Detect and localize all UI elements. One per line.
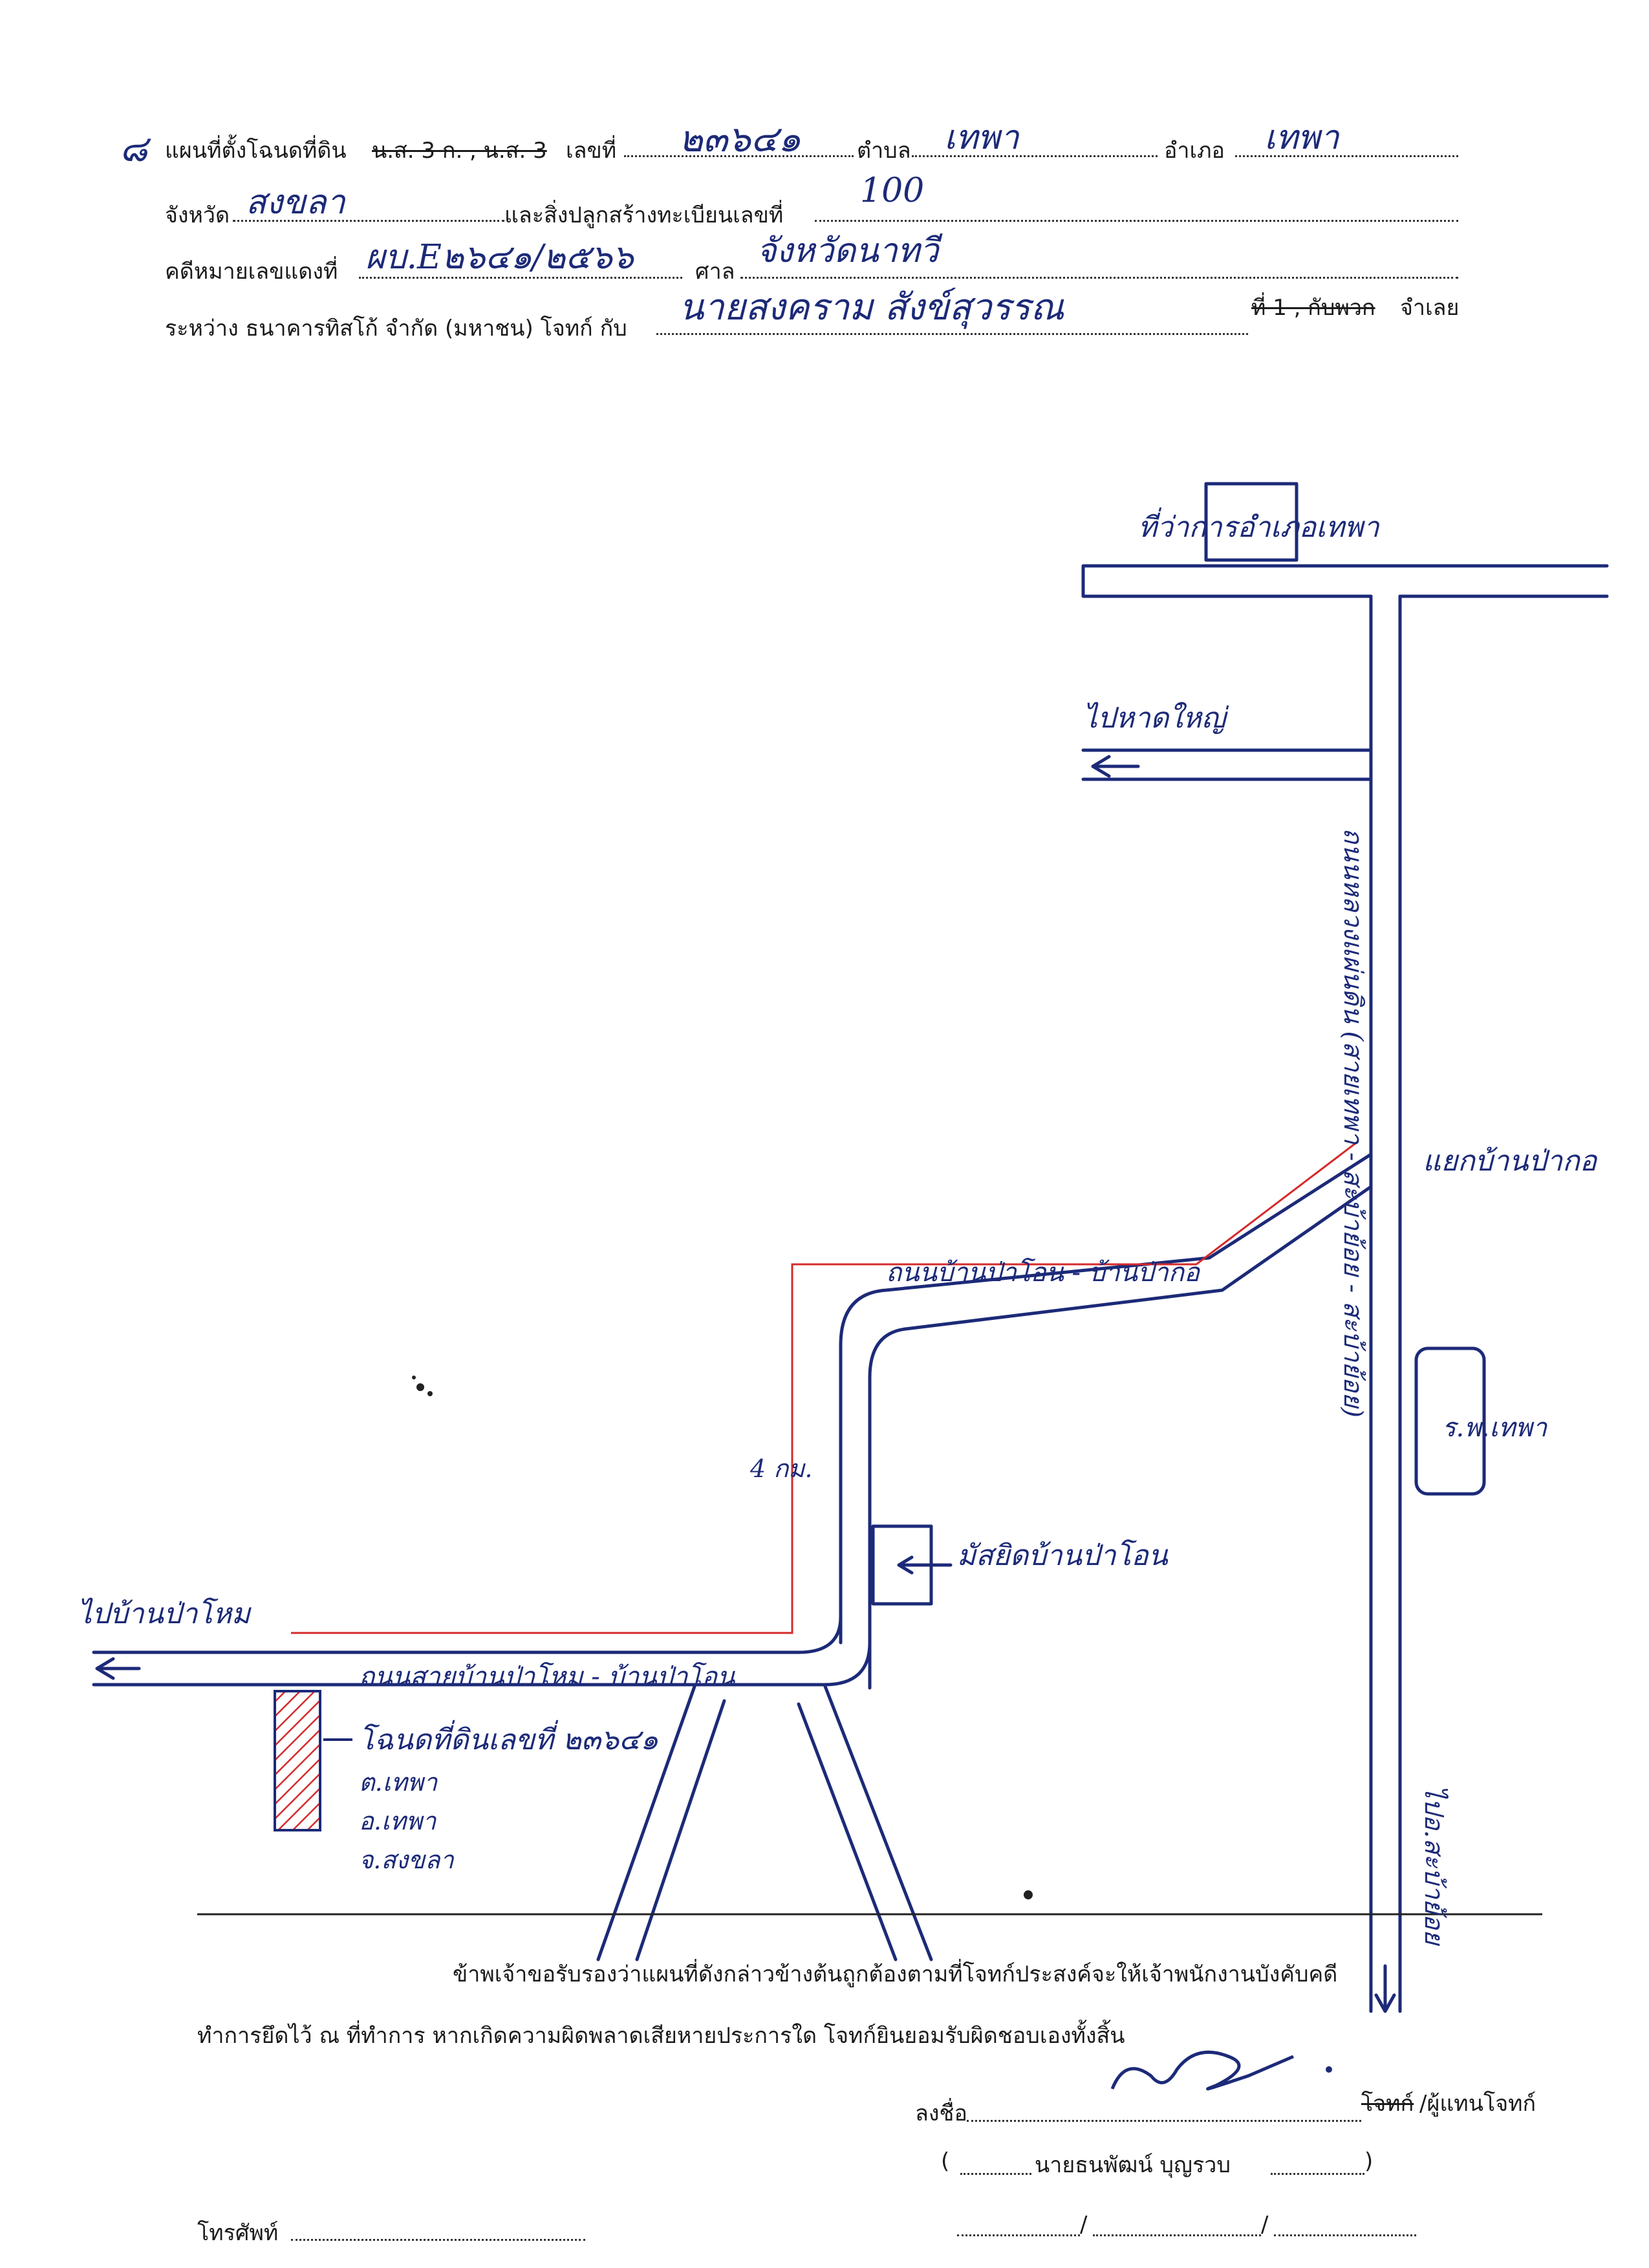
lower-road — [92, 1615, 872, 1687]
case-dots — [359, 277, 682, 279]
tambon-label: ตำบล — [857, 138, 911, 164]
upper-road-label: ถนนบ้านป่าโอน - บ้านป่ากอ — [886, 1258, 1200, 1288]
date-dots-month — [1093, 2234, 1261, 2236]
highway-label: ถนนหลวงแผ่นดิน (สายเทพา - สะบ้าย้อย - สะ… — [1338, 828, 1368, 1418]
phone-label: โทรศัพท์ — [197, 2220, 279, 2246]
distance-label: 4 กม. — [750, 1454, 813, 1483]
court-dots — [740, 277, 1458, 279]
top-road — [1081, 564, 1609, 598]
province-dots — [233, 220, 504, 222]
defendant-dots — [656, 333, 1248, 335]
signer-open-paren: ( — [941, 2148, 950, 2174]
plot-parcel — [274, 1690, 321, 1831]
haiyai-arrow — [1091, 755, 1140, 778]
route-line — [291, 1140, 1359, 1634]
deed-type-struck: น.ส. 3 ก. , น.ส. 3 — [372, 138, 547, 164]
sign-dots — [967, 2120, 1361, 2122]
junction-label: แยกบ้านป่ากอ — [1423, 1145, 1597, 1178]
building-dots — [815, 220, 1458, 222]
hospital-label: ร.พ.เทพา — [1442, 1413, 1547, 1443]
district-office-label: ที่ว่าการอำเภอเทพา — [1138, 511, 1379, 544]
sign-role-struck: โจทก์ — [1361, 2091, 1414, 2117]
signature — [1110, 2050, 1332, 2091]
date-dots-day — [957, 2234, 1080, 2236]
date-separator-1: / — [1080, 2212, 1088, 2238]
certification-line-2: ทำการยึดไว้ ณ ที่ทำการ หากเกิดความผิดพลา… — [197, 2023, 1125, 2049]
defendant-name: นายสงคราม สังข์สุวรรณ — [679, 286, 1064, 329]
tambon-dots — [912, 155, 1158, 157]
case-number: ผบ.E๒๖๔๑/๒๕๖๖ — [365, 238, 634, 277]
signer-dots-right — [1271, 2173, 1364, 2175]
amphoe-dots — [1235, 155, 1458, 157]
diagonal-road — [839, 1152, 1373, 1690]
court-label: ศาล — [695, 259, 735, 285]
lower-road-label: ถนนสายบ้านป่าโหม - บ้านป่าโอน — [359, 1662, 735, 1692]
sign-label: ลงชื่อ — [915, 2101, 967, 2126]
defendant-struck: ที่ 1 , กับพวก — [1251, 295, 1375, 321]
mosque-label: มัสยิดบ้านป่าโอน — [957, 1539, 1168, 1572]
hospital-building — [1414, 1346, 1486, 1496]
south-arrow — [1374, 1964, 1396, 2013]
haiyai-label: ไปหาดใหญ่ — [1083, 702, 1226, 735]
amphoe-label: อำเภอ — [1164, 138, 1225, 164]
signer-close-paren: ) — [1364, 2148, 1374, 2174]
signer-name: นายธนพัฒน์ บุญรวบ — [1035, 2152, 1231, 2178]
signer-dots-left — [960, 2173, 1031, 2175]
plot-label: โฉนดที่ดินเลขที่ ๒๓๖๔๑ — [359, 1723, 659, 1756]
phone-dots — [291, 2239, 585, 2241]
south-fork-right — [797, 1683, 933, 1961]
province-label: จังหวัด — [165, 202, 230, 228]
plot-province: จ.สงขลา — [359, 1846, 454, 1874]
court-value: จังหวัดนาทวี — [757, 232, 939, 270]
tambon-value: เทพา — [944, 118, 1019, 157]
certification-line-1: ข้าพเจ้าขอรับรองว่าแผนที่ดังกล่าวข้างต้น… — [453, 1961, 1338, 1987]
defendant-suffix: จำเลย — [1400, 295, 1460, 321]
plot-tambon: ต.เทพา — [359, 1768, 438, 1797]
main-highway — [1369, 594, 1402, 2013]
district-office-building — [1204, 482, 1299, 562]
item-number: ๘ — [120, 128, 148, 170]
date-dots-year — [1274, 2234, 1416, 2236]
pakhom-arrow — [95, 1657, 141, 1680]
province-value: สงขลา — [246, 183, 345, 222]
deed-line-label: แผนที่ตั้งโฉนดที่ดิน — [165, 138, 347, 164]
pakhom-label: ไปบ้านป่าโหม — [78, 1597, 251, 1630]
sabayoi-label: ไปอ.สะบ้าย้อย — [1419, 1785, 1449, 1945]
deed-no-dots — [624, 155, 854, 157]
building-label: และสิ่งปลูกสร้างทะเบียนเลขที่ — [504, 202, 784, 228]
haiyai-branch — [1081, 748, 1373, 781]
deed-number: ๒๓๖๔๑ — [679, 118, 801, 160]
sign-role: /ผู้แทนโจทก์ — [1419, 2091, 1536, 2117]
plot-amphoe: อ.เทพา — [359, 1807, 436, 1835]
deed-no-label: เลขที่ — [566, 138, 617, 164]
date-separator-2: / — [1261, 2212, 1269, 2238]
building-number: 100 — [860, 171, 925, 210]
between-label: ระหว่าง ธนาคารทิสโก้ จำกัด (มหาชน) โจทก์… — [165, 316, 627, 341]
mosque-arrow — [897, 1555, 953, 1575]
case-label: คดีหมายเลขแดงที่ — [165, 259, 338, 285]
amphoe-value: เทพา — [1264, 118, 1339, 157]
